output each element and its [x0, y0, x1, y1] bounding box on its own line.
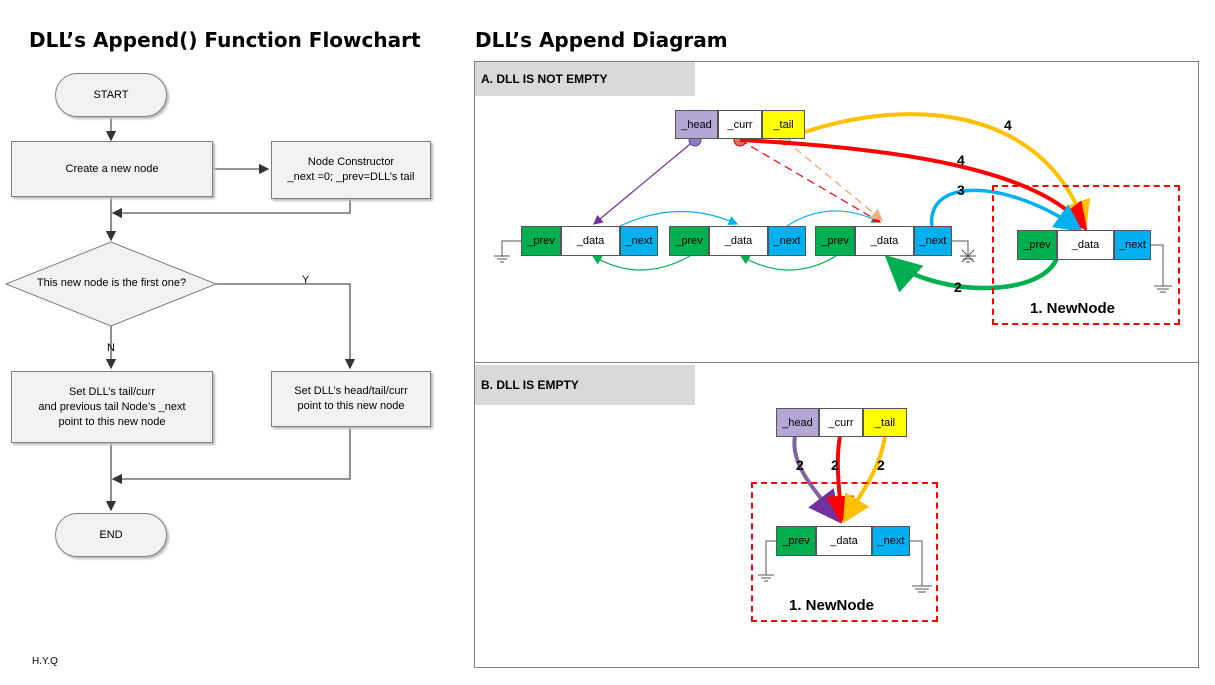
step-2-label-curr: 2 — [831, 457, 839, 473]
section-divider — [474, 362, 1199, 363]
step-4-label-curr: 4 — [957, 152, 965, 168]
node2-data: _data — [709, 226, 768, 256]
dll-head-field-b: _head — [776, 408, 819, 437]
decision-text: This new node is the first one? — [36, 277, 187, 289]
section-a-header: A. DLL IS NOT EMPTY — [475, 62, 695, 96]
new-node-prev-b: _prev — [776, 526, 816, 556]
node3-prev: _prev — [815, 226, 855, 256]
yes-label: Y — [302, 274, 310, 286]
flowchart-title: DLL’s Append() Function Flowchart — [29, 28, 421, 52]
create-node-step: Create a new node — [11, 141, 213, 197]
node3-data: _data — [855, 226, 914, 256]
set-tail-line-1: Set DLL’s tail/curr — [68, 385, 155, 398]
node-constructor-step: Node Constructor _next =0; _prev=DLL’s t… — [271, 141, 431, 199]
node3-next: _next — [914, 226, 952, 256]
end-terminal: END — [55, 513, 167, 557]
step-4-label-tail: 4 — [1004, 117, 1012, 133]
constructor-line-1: Node Constructor — [307, 156, 395, 168]
new-node-next-a: _next — [1114, 230, 1151, 260]
new-node-data-b: _data — [816, 526, 872, 556]
author-credit: H.Y.Q — [32, 656, 58, 667]
set-head-line-2: point to this new node — [297, 400, 405, 412]
set-head-step: Set DLL’s head/tail/curr point to this n… — [271, 371, 431, 427]
set-tail-line-3: point to this new node — [58, 415, 166, 428]
new-node-next-b: _next — [872, 526, 910, 556]
node1-next: _next — [620, 226, 658, 256]
dll-curr-field-b: _curr — [819, 408, 863, 437]
step-2-label-head: 2 — [796, 457, 804, 473]
new-node-frame-b — [751, 482, 938, 622]
start-terminal: START — [55, 73, 167, 117]
set-tail-line-2: and previous tail Node’s _next — [38, 400, 186, 413]
no-label: N — [107, 342, 115, 354]
new-node-label-b: 1. NewNode — [789, 597, 875, 614]
section-b-header: B. DLL IS EMPTY — [475, 365, 695, 405]
dll-tail-field-b: _tail — [863, 408, 907, 437]
diagram-frame — [474, 61, 1199, 668]
step-3-label: 3 — [957, 182, 965, 198]
dll-tail-field: _tail — [762, 110, 805, 139]
step-2-label-a: 2 — [954, 279, 962, 295]
set-tail-step: Set DLL’s tail/curr and previous tail No… — [11, 371, 213, 443]
diagram-title: DLL’s Append Diagram — [475, 28, 728, 52]
new-node-frame-a — [992, 185, 1180, 325]
dll-head-field: _head — [675, 110, 718, 139]
node2-prev: _prev — [669, 226, 709, 256]
dll-curr-field: _curr — [718, 110, 762, 139]
node2-next: _next — [768, 226, 806, 256]
new-node-label-a: 1. NewNode — [1030, 300, 1116, 317]
new-node-prev-a: _prev — [1017, 230, 1057, 260]
step-2-label-tail: 2 — [877, 457, 885, 473]
constructor-line-2: _next =0; _prev=DLL’s tail — [287, 171, 415, 183]
new-node-data-a: _data — [1057, 230, 1114, 260]
node1-prev: _prev — [521, 226, 561, 256]
node1-data: _data — [561, 226, 620, 256]
set-head-line-1: Set DLL’s head/tail/curr — [294, 385, 408, 397]
